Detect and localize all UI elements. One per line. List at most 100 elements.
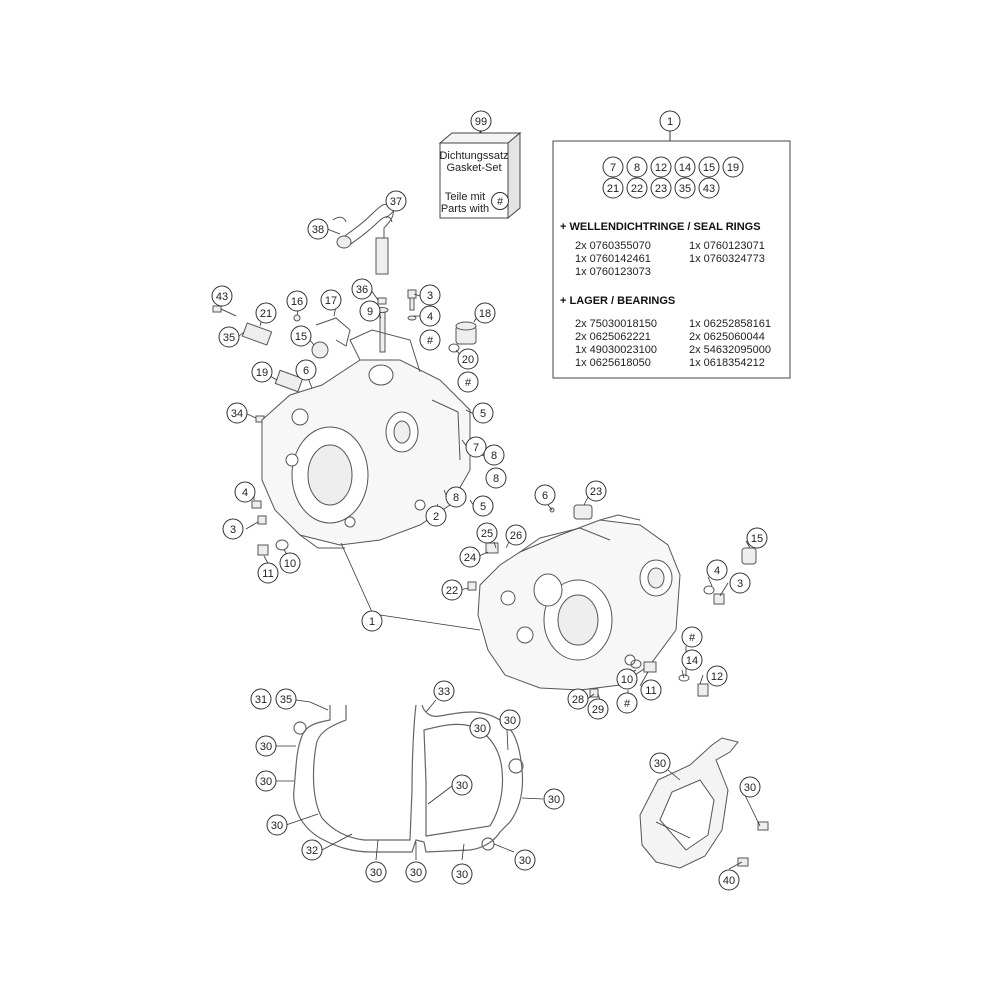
bearings-entry: 1x 0625618050	[575, 357, 651, 369]
callout-kit-symbol-label: #	[427, 335, 434, 347]
included-part-19-label: 19	[727, 162, 739, 174]
callout-15: 15	[746, 527, 768, 549]
callout-30-label: 30	[654, 758, 666, 770]
callout-3: 3	[419, 284, 441, 306]
callout-3-label: 3	[737, 578, 743, 590]
callout-16: 16	[286, 290, 308, 312]
callout-30: 30	[451, 863, 473, 885]
seal-rings-heading: + WELLENDICHTRINGE / SEAL RINGS	[560, 221, 761, 233]
callout-8-label: 8	[453, 492, 459, 504]
callout-2-label: 2	[433, 511, 439, 523]
included-part-14: 14	[674, 156, 696, 178]
included-part-22: 22	[626, 177, 648, 199]
callout-30-label: 30	[744, 782, 756, 794]
callout-10: 10	[616, 668, 638, 690]
callout-30: 30	[451, 774, 473, 796]
callout-99: 99	[470, 110, 492, 133]
callout-35: 35	[275, 688, 297, 710]
bearings-entry: 2x 0625062221	[575, 331, 651, 343]
callout-kit-symbol: #	[616, 692, 638, 714]
callout-24-label: 24	[464, 552, 476, 564]
plug-screw-top	[407, 289, 417, 321]
callout-38: 38	[307, 218, 329, 240]
callout-kit-symbol-label: #	[689, 632, 696, 644]
callout-3: 3	[729, 572, 751, 594]
callout-36-label: 36	[356, 284, 368, 296]
callout-30-label: 30	[519, 855, 531, 867]
crankcase-right-half	[477, 514, 681, 691]
callout-22: 22	[441, 579, 463, 601]
callout-9-label: 9	[367, 306, 373, 318]
callout-8-label: 8	[493, 473, 499, 485]
callout-30: 30	[365, 861, 387, 883]
callout-30: 30	[514, 849, 536, 871]
callout-31: 31	[250, 688, 272, 710]
callout-35-label: 35	[223, 332, 235, 344]
callout-23-label: 23	[590, 486, 602, 498]
callout-3: 3	[222, 518, 244, 540]
included-part-8: 8	[626, 156, 648, 178]
included-part-21: 21	[602, 177, 624, 199]
small-parts-left	[212, 305, 351, 556]
callout-30: 30	[469, 717, 491, 739]
callout-30-label: 30	[504, 715, 516, 727]
callout-30: 30	[255, 735, 277, 757]
callout-26: 26	[505, 524, 527, 546]
callout-6: 6	[534, 484, 556, 506]
included-part-35: 35	[674, 177, 696, 199]
included-part-23: 23	[650, 177, 672, 199]
kit-box-parts-de: Teile mit	[445, 191, 485, 203]
callout-31-label: 31	[255, 694, 267, 706]
callout-33-label: 33	[438, 686, 450, 698]
callout-11: 11	[257, 562, 279, 584]
callout-3-label: 3	[427, 290, 433, 302]
bearings-entry: 1x 49030023100	[575, 344, 657, 356]
breather-hose	[332, 203, 394, 275]
callout-3-label: 3	[230, 524, 236, 536]
callout-30-label: 30	[410, 867, 422, 879]
ignition-cover	[639, 737, 769, 869]
included-part-22-label: 22	[631, 183, 643, 195]
callout-4-label: 4	[242, 487, 248, 499]
callout-26-label: 26	[510, 530, 522, 542]
callout-18-label: 18	[479, 308, 491, 320]
callout-17-label: 17	[325, 295, 337, 307]
kit-panel-number: 1	[667, 116, 673, 128]
callout-11-label: 11	[262, 568, 273, 580]
kit-box-title-de: Dichtungssatz	[439, 150, 508, 162]
callout-15-label: 15	[751, 533, 763, 545]
callout-4: 4	[706, 559, 728, 581]
callout-18: 18	[474, 302, 496, 324]
included-part-19: 19	[722, 156, 744, 178]
callout-7: 7	[465, 436, 487, 458]
callout-11-label: 11	[645, 685, 656, 697]
callout-4-label: 4	[427, 311, 433, 323]
callout-36: 36	[351, 278, 373, 300]
callout-7-label: 7	[473, 442, 479, 454]
seal_rings-entry: 1x 0760123071	[689, 240, 765, 252]
callout-4-label: 4	[714, 565, 720, 577]
callout-25-label: 25	[481, 528, 493, 540]
callout-5-label: 5	[480, 501, 486, 513]
callout-kit-symbol: #	[419, 329, 441, 351]
callout-30: 30	[405, 861, 427, 883]
bearings-entry: 2x 54632095000	[689, 344, 771, 356]
callout-10-label: 10	[621, 674, 633, 686]
bearings-entry: 2x 75030018150	[575, 318, 657, 330]
seal_rings-entry: 1x 0760142461	[575, 253, 651, 265]
callout-12-label: 12	[711, 671, 723, 683]
callout-30: 30	[499, 709, 521, 731]
callout-4: 4	[419, 305, 441, 327]
callout-15: 15	[290, 325, 312, 347]
callout-30: 30	[649, 752, 671, 774]
clutch-cover-gasket	[293, 704, 524, 853]
callout-30-label: 30	[474, 723, 486, 735]
gasket-kit-box: Dichtungssatz Gasket-Set Teile mit Parts…	[438, 131, 522, 220]
included-part-21-label: 21	[607, 183, 619, 195]
callout-28: 28	[567, 688, 589, 710]
callout-8: 8	[483, 444, 505, 466]
